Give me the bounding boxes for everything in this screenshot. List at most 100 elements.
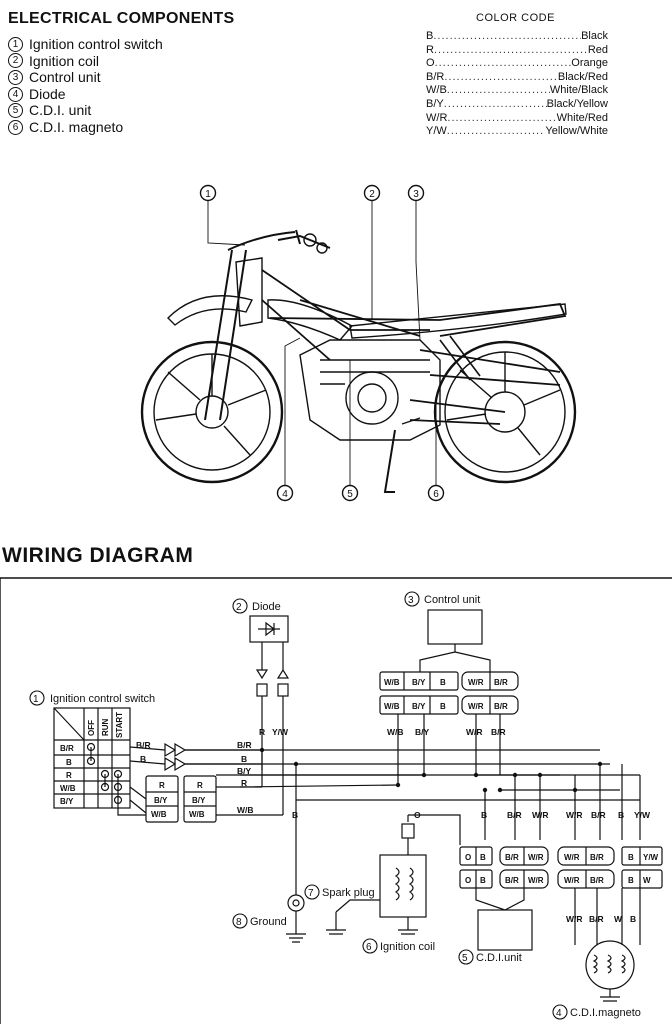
wire-label: B (241, 754, 247, 764)
callout-marker (404, 591, 420, 607)
wire-label: B/R (491, 727, 506, 737)
color-code-row: O......................................O… (426, 57, 608, 70)
control-unit-body (427, 609, 483, 645)
callout-marker (304, 884, 320, 900)
connector-cell: W/B (189, 810, 205, 819)
wire-label: W/R (566, 914, 583, 924)
connector-cell: W/R (528, 853, 544, 862)
switch-row-label: B (66, 758, 72, 767)
color-code-row: Y/W.....................................… (426, 125, 608, 138)
connector-cell: B/R (590, 876, 604, 885)
callout-label: 3 (413, 189, 419, 200)
component-number: 4 (8, 86, 23, 102)
ignition-switch-label: Ignition control switch (50, 693, 155, 705)
connector-cell: B (440, 678, 446, 687)
connector-cell: W/R (468, 678, 484, 687)
color-code-row: R......................................R… (426, 43, 608, 56)
wire-label: B (481, 810, 487, 820)
spark-plug-label: Spark plug (322, 887, 375, 899)
callout-marker (407, 184, 425, 202)
connector-cell: R (197, 781, 203, 790)
switch-col-header: RUN (101, 718, 110, 736)
connector-cell: W/B (384, 678, 400, 687)
switch-row-label: B/R (60, 744, 74, 753)
connector-cell: B/Y (412, 678, 426, 687)
wire-label: B/R (237, 740, 252, 750)
connector-cell: W/R (528, 876, 544, 885)
ignition-coil-label: Ignition coil (380, 941, 435, 953)
color-code-row: B/R.....................................… (426, 70, 608, 83)
control-unit-label: Control unit (424, 594, 480, 606)
callout-label: 8 (236, 917, 242, 928)
cdi-magneto-label: C.D.I.magneto (570, 1007, 641, 1019)
callout-label: 6 (366, 942, 372, 953)
section-title-electrical-components: ELECTRICAL COMPONENTS (8, 10, 235, 27)
wire-label: B (618, 810, 624, 820)
switch-row-label: B/Y (60, 797, 74, 806)
connector-cell: Y/W (643, 853, 659, 862)
wire-label: B (140, 754, 146, 764)
wire-label: W/B (237, 805, 254, 815)
connector-cell: B/R (494, 678, 508, 687)
component-label: Ignition coil (29, 52, 100, 69)
connector-cell: B (480, 876, 486, 885)
connector-cell: W/R (564, 876, 580, 885)
component-number: 3 (8, 69, 23, 85)
callout-marker (232, 913, 248, 929)
diode-label: Diode (252, 601, 281, 613)
connector-cell: O (465, 853, 471, 862)
callout-marker (362, 938, 378, 954)
callout-label: 2 (369, 189, 375, 200)
callout-label: 6 (433, 489, 439, 500)
connector-cell: B (440, 702, 446, 711)
wire-label: W/R (566, 810, 583, 820)
component-number: 1 (8, 36, 23, 52)
ground-label: Ground (250, 916, 287, 928)
wire-label: B/R (589, 914, 604, 924)
wire-label: B/R (136, 740, 151, 750)
component-label: Ignition control switch (29, 36, 163, 52)
motorcycle-illustration: 1 2 3 4 5 6 (140, 184, 577, 502)
callout-label: 3 (408, 595, 414, 606)
switch-table (53, 707, 131, 809)
wire-label: B/R (507, 810, 522, 820)
component-item: 4 Diode (8, 86, 163, 103)
connector-cell: W/B (384, 702, 400, 711)
callout-marker (427, 484, 445, 502)
callout-label: 1 (33, 694, 39, 705)
switch-col-header: OFF (87, 720, 96, 736)
callout-label: 4 (556, 1008, 562, 1019)
callout-label: 1 (205, 189, 211, 200)
wire-label: Y/W (272, 727, 289, 737)
color-code-row: W/B.....................................… (426, 84, 608, 97)
diode-body (249, 615, 289, 643)
connector-cell: W/R (468, 702, 484, 711)
component-label: Diode (29, 85, 66, 102)
connector-cell: B/Y (412, 702, 426, 711)
wire-label: B (292, 810, 298, 820)
cdi-unit-body (477, 909, 533, 951)
callout-marker (232, 598, 248, 614)
wire-label: Y/W (634, 810, 651, 820)
ignition-coil-body (379, 854, 427, 918)
connector-cell: B (628, 853, 634, 862)
color-code-title: COLOR CODE (476, 12, 555, 24)
wire-label: B/Y (237, 766, 252, 776)
wire-label: B/Y (415, 727, 430, 737)
wire-label: W/R (466, 727, 483, 737)
wire-label: B (630, 914, 636, 924)
callout-marker (29, 690, 45, 706)
connector-cell: B/R (590, 853, 604, 862)
component-number: 6 (8, 119, 23, 135)
callout-marker (363, 184, 381, 202)
wire-label: O (414, 810, 421, 820)
rear-tire (433, 340, 577, 484)
color-code-list: B......................................B… (426, 30, 608, 139)
connector-cell: W/R (564, 853, 580, 862)
connector-cell: B/Y (154, 796, 168, 805)
